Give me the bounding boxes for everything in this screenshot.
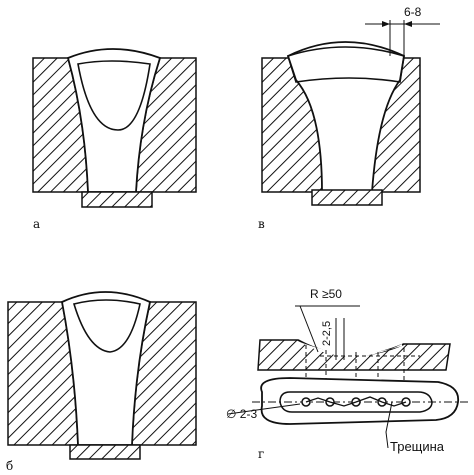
panel-v-backing-strip [311,189,383,206]
panel-b-label: б [6,459,14,473]
panel-v-cap-pass [287,46,405,83]
panel-g-crack [305,396,407,407]
panel-a-root-pass [77,60,151,131]
panel-b-weld-section [7,291,197,460]
panel-g-crack-label: Трещина [390,439,445,454]
panel-b-root-pass [72,299,141,353]
panel-a-weld-section [32,48,197,208]
panel-v-dimension-label: 6-8 [404,5,422,19]
panel-v-weld-section [261,20,440,206]
panel-b-backing-strip [69,444,141,460]
panel-g-radius-label: R ≥50 [310,287,342,301]
panel-g-depth-label: 2-2,5 [321,320,333,346]
panel-g-label: г [258,447,265,461]
panel-g-hole-diameter-label: ∅ 2-3 [226,407,258,421]
panel-g-crack-repair [227,305,470,449]
panel-a-label: а [33,217,41,231]
panel-v-label: в [258,217,265,231]
panel-a-backing-strip [81,191,153,208]
